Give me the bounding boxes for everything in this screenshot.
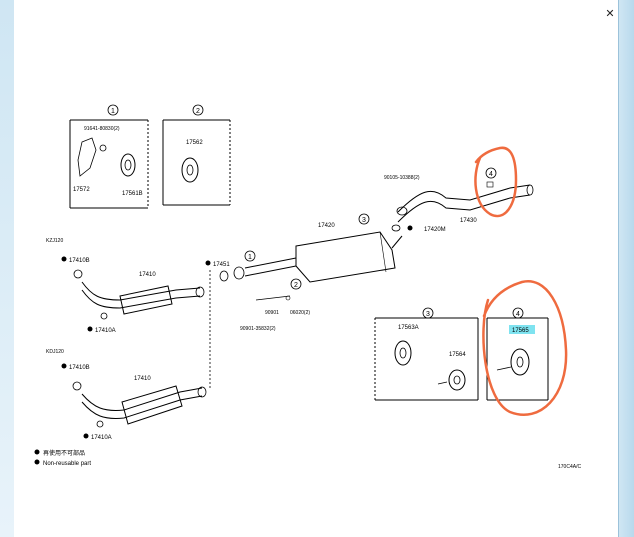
inset-1: 1 91641-80830(2) 17572 17561B [69,104,149,209]
variant-b-converter: 17410 [134,376,151,382]
front-joint: 17451 1 2 90901 06020(2) 90901-35832(2) [205,250,310,390]
callout-4-inset: 4 [516,311,520,318]
gasket-icon [219,270,229,282]
non-reusable-marker [61,363,67,369]
rubber-hanger-icon [394,340,412,366]
variant-kdj120: KDJ120 17410B 17410 17410A [46,349,207,441]
legend: 再使用不可部品 Non-reusable part 170C4A/C [34,449,581,470]
variant-b-code: KDJ120 [46,349,64,355]
variant-b-gasket-bottom: 17410A [91,435,112,441]
close-icon[interactable]: ✕ [605,8,615,20]
exhaust-parts-diagram: 1 91641-80830(2) 17572 17561B 2 17562 [34,104,581,470]
callout-3-inset: 3 [426,311,430,318]
bracket-shape [77,137,97,177]
inset1-part-a: 91641-80830(2) [84,126,120,132]
bolt-mid-label-a: 90901 [265,310,279,316]
inset3-part-a: 17563A [398,325,419,331]
non-reusable-marker [87,326,93,332]
variant-a-gasket-top: 17410B [69,258,90,264]
variant-b-gasket-top: 17410B [69,365,90,371]
non-reusable-marker [83,433,89,439]
inset2-part: 17562 [186,140,203,146]
muffler-label: 17420 [318,223,335,229]
inset-3: 3 17563A 17564 [374,307,479,401]
non-reusable-marker [205,260,211,266]
tail-pipe-label: 17430 [460,218,477,224]
inset-4: 4 17565 [486,307,549,401]
non-reusable-marker [34,459,40,465]
callout-3: 3 [362,217,366,224]
non-reusable-marker [61,256,67,262]
circle-annotation-top [474,146,518,218]
variant-a-converter: 17410 [139,272,156,278]
flange-icon [396,206,408,216]
hand-annotations [474,146,568,416]
rubber-hanger-icon [448,369,466,391]
flange-icon [233,266,245,280]
callout-2-main: 2 [294,282,298,289]
callout-2: 2 [196,108,200,115]
left-frame-strip [0,0,14,537]
legend-line-1: 再使用不可部品 [43,449,85,457]
bolt-mid-label-c: 90901-35832(2) [240,326,276,332]
circle-annotation-bottom [482,279,568,416]
variant-a-code: KZJ120 [46,238,63,244]
inset3-part-b: 17564 [449,352,466,358]
callout-1: 1 [111,108,115,115]
callout-1-main: 1 [248,254,252,261]
rubber-hanger-icon [510,348,530,376]
rubber-hanger-icon [181,157,199,183]
callout-4-top: 4 [489,171,493,178]
bolt-mid-label-b: 06020(2) [290,310,310,316]
tail-pipe: 90105-10388(2) 4 17430 [384,167,534,224]
reference-code: 170C4A/C [558,464,581,470]
rubber-hanger-icon [120,153,136,177]
bolt-icon [99,144,107,152]
inset1-part-c: 17561B [122,191,143,197]
inset-2: 2 17562 [162,104,231,206]
legend-line-2: Non-reusable part [43,461,91,467]
non-reusable-marker [34,449,40,455]
scrollbar[interactable] [618,0,634,537]
gasket-left-label: 17451 [213,262,230,268]
inset4-part: 17565 [512,328,529,334]
variant-a-gasket-bottom: 17410A [95,328,116,334]
gasket-mid-label: 17420M [424,227,446,233]
variant-kzj120: KZJ120 17410B 17410 17410A [46,238,205,334]
inset1-part-b: 17572 [73,187,90,193]
bolt-top-label: 90105-10388(2) [384,175,420,181]
non-reusable-marker [407,225,413,231]
center-muffler: 17420 3 17420M [244,213,446,283]
part-highlight [509,325,535,334]
